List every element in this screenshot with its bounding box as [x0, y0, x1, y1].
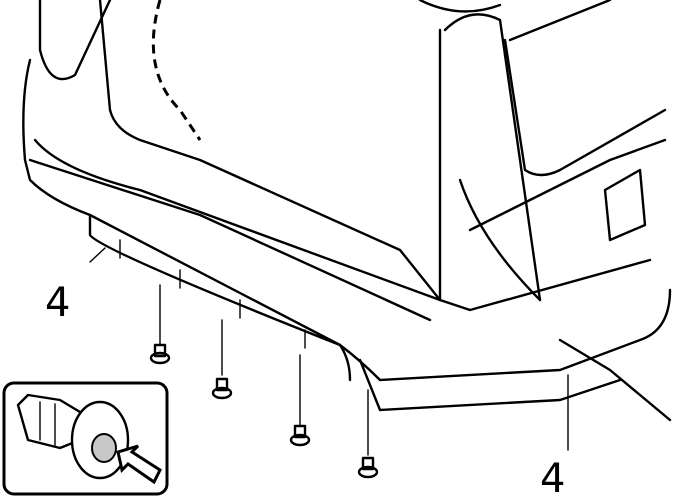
push-clip-2 — [211, 377, 233, 400]
push-arrow-icon — [116, 444, 162, 485]
push-clip-3 — [289, 424, 311, 447]
push-clip-detail-icon — [2, 381, 169, 496]
callout-label-left: 4 — [45, 280, 70, 326]
push-clip-4 — [357, 456, 379, 479]
bumper-cover — [22, 58, 672, 422]
push-clip-1 — [149, 343, 171, 365]
clip-lead-lines — [89, 247, 569, 456]
callout-label-bottom: 4 — [540, 456, 565, 501]
vehicle-body — [38, 0, 667, 312]
